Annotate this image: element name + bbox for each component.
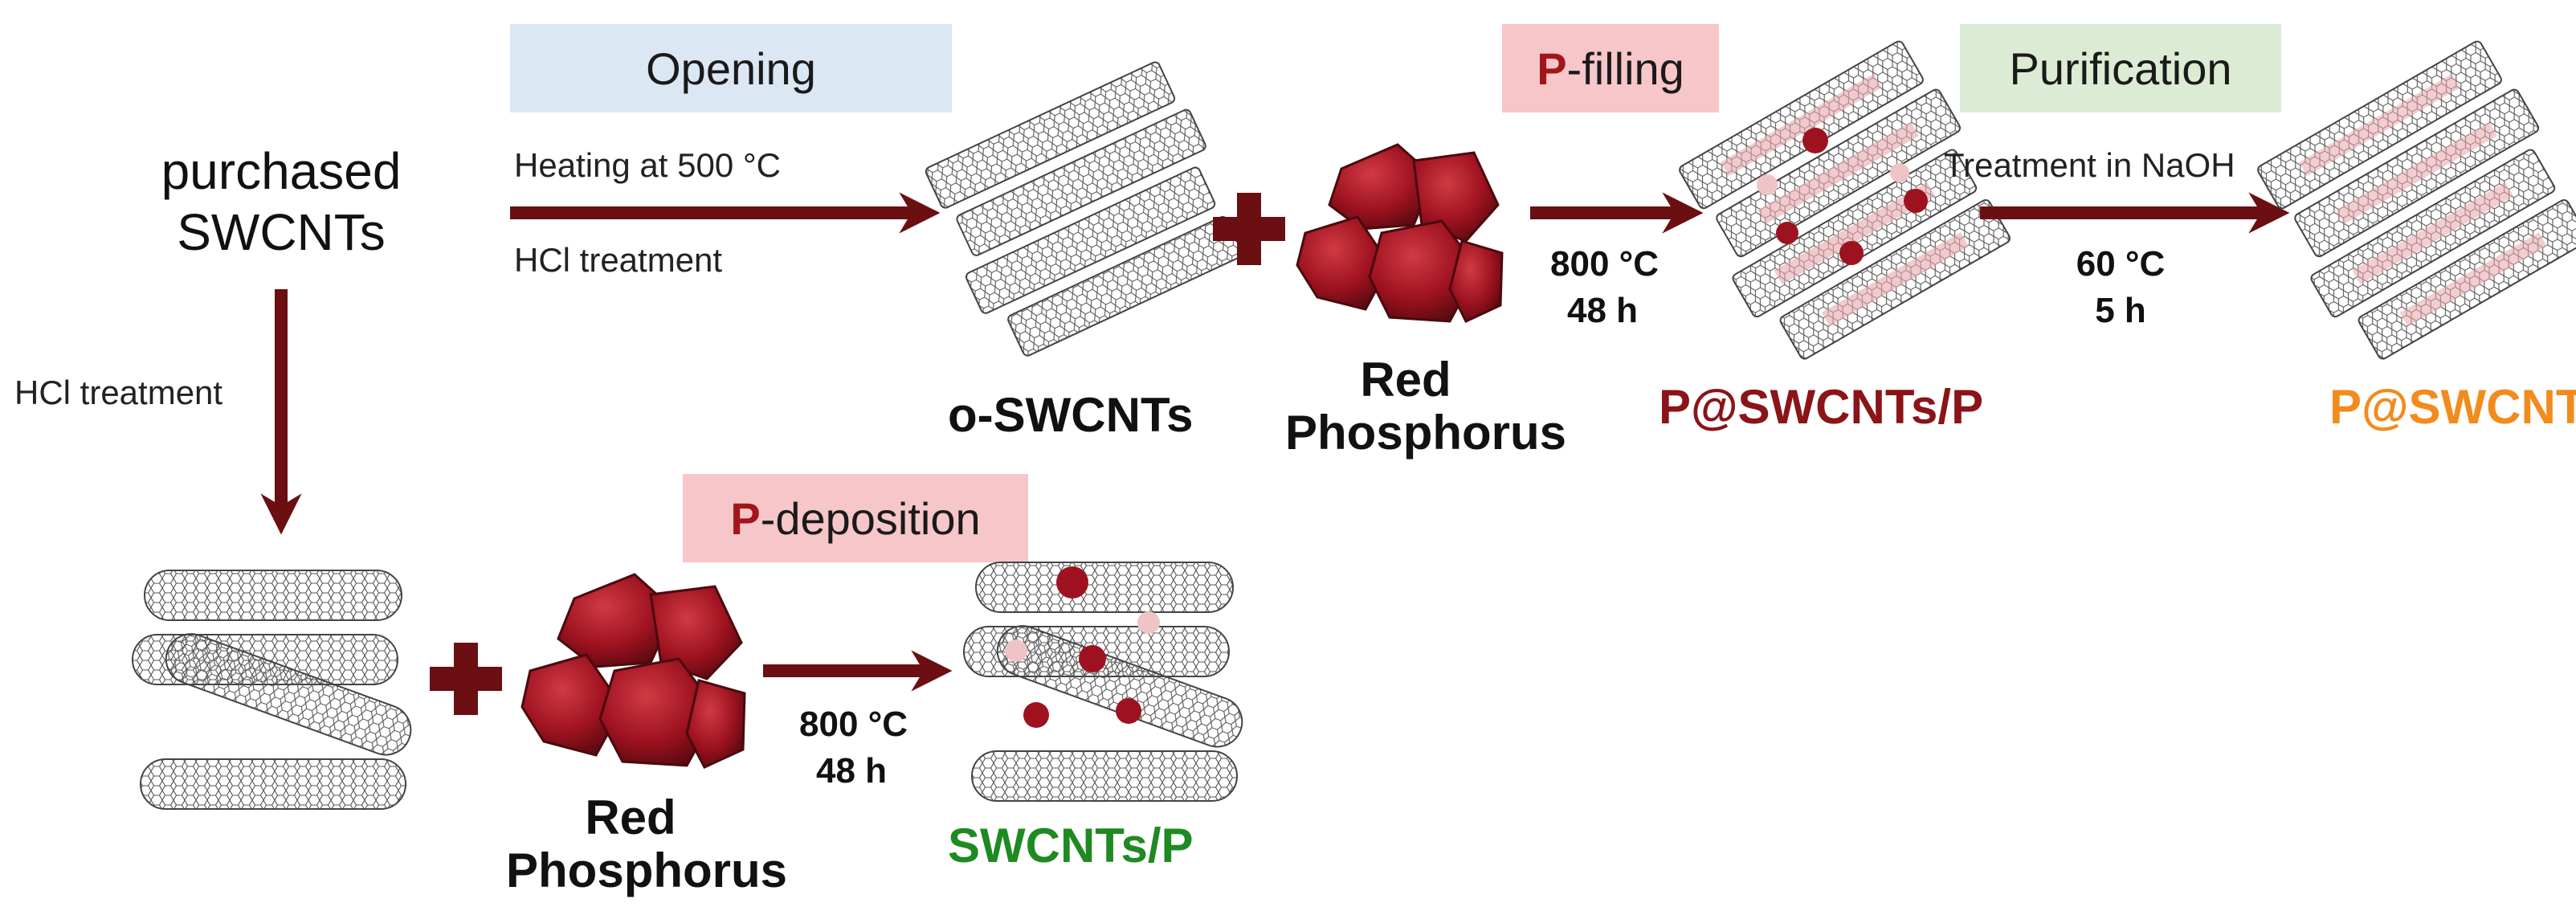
- side-branch-condition: HCl treatment: [14, 374, 223, 411]
- deposition-temp: 800 °C: [799, 705, 908, 744]
- purification-arrow: [1980, 192, 2290, 234]
- stage-p-deposition-suffix: -deposition: [760, 492, 981, 544]
- purification-conditions: 60 °C 5 h: [2068, 241, 2173, 334]
- swcnts-p-bundle: [963, 562, 1243, 802]
- deposition-time: 48 h: [815, 751, 888, 791]
- p-at-swcnts-p-bundle: [1679, 40, 2011, 360]
- p-at-swcnts-bundle: [2257, 40, 2576, 360]
- source-line-1: purchased: [161, 142, 402, 200]
- source-line-2: SWCNTs: [177, 203, 386, 261]
- opening-arrow: [510, 192, 941, 234]
- o-swcnts-label: o-SWCNTs: [948, 388, 1194, 442]
- deposition-conditions: 800 °C 48 h: [799, 701, 908, 795]
- opening-condition-bottom: HCl treatment: [514, 241, 723, 279]
- filling-time: 48 h: [1566, 291, 1639, 330]
- plus-icon: [1213, 193, 1285, 265]
- red-phosphorus-cluster: [1296, 143, 1504, 323]
- red-phosphorus-cluster-bottom: [521, 573, 746, 769]
- opening-condition-top: Heating at 500 °C: [514, 146, 782, 184]
- swcnts-bundle: [132, 570, 412, 810]
- stage-p-deposition-prefix: P: [730, 492, 761, 544]
- stage-p-filling-suffix: -filling: [1566, 43, 1684, 94]
- red-phosphorus-bottom-label: Red Phosphorus: [506, 791, 788, 897]
- red-phosphorus-bottom-line-2: Phosphorus: [506, 844, 788, 897]
- red-phosphorus-top-line-1: Red: [1360, 353, 1451, 407]
- red-phosphorus-top-line-2: Phosphorus: [1285, 406, 1567, 460]
- filling-temp: 800 °C: [1550, 244, 1659, 284]
- stage-p-deposition: P-deposition: [683, 474, 1028, 562]
- purification-condition-top: Treatment in NaOH: [1944, 146, 2235, 184]
- source-label: purchased SWCNTs: [137, 141, 426, 263]
- plus-icon-bottom: [430, 643, 502, 715]
- red-phosphorus-bottom-line-1: Red: [585, 791, 676, 844]
- filling-conditions: 800 °C 48 h: [1550, 241, 1659, 334]
- swcnts-p-label: SWCNTs/P: [948, 819, 1194, 872]
- purification-temp: 60 °C: [2076, 244, 2166, 284]
- stage-opening: Opening: [510, 24, 952, 112]
- stage-p-filling-prefix: P: [1537, 43, 1567, 94]
- deposition-arrow: [763, 650, 953, 692]
- p-at-swcnts-p-label: P@SWCNTs/P: [1659, 380, 1984, 434]
- stage-purification: Purification: [1960, 24, 2281, 112]
- purification-time: 5 h: [2095, 291, 2146, 330]
- p-at-swcnts-label: P@SWCNTs: [2329, 380, 2576, 434]
- stage-purification-label: Purification: [2009, 43, 2232, 94]
- filling-arrow: [1530, 192, 1704, 234]
- o-swcnts-bundle: [925, 61, 1243, 357]
- stage-opening-label: Opening: [646, 43, 816, 94]
- side-branch-arrow: [260, 289, 302, 535]
- stage-p-filling: P-filling: [1502, 24, 1719, 112]
- red-phosphorus-top-label: Red Phosphorus: [1285, 353, 1567, 460]
